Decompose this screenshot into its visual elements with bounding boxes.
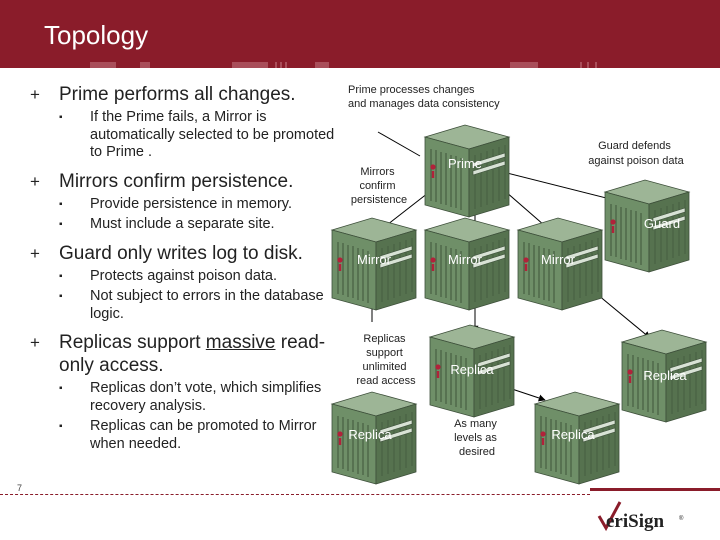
sub-bullet-text: If the Prime fails, a Mirror is automati… [90,109,335,160]
bullet-mirrors-text: Mirrors confirm persistence. [59,170,294,192]
server-mirror-1: Mirror [331,217,417,311]
bullet-prime: + Prime performs all changes. [30,83,335,106]
server-label-replica-3: Replica [551,427,595,442]
sub-bullet: ▪ Protects against poison data. [59,268,335,286]
annotation-replicas: Replicas support unlimited read access [356,333,416,387]
sub-bullet: ▪ Replicas don’t vote, which simplifies … [59,380,335,415]
server-prime: Prime [424,124,510,218]
server-label-mirror-3: Mirror [541,252,576,267]
plus-bullet-icon: + [30,171,40,191]
plus-bullet-icon: + [30,243,40,263]
sub-bullet-text: Must include a separate site. [90,216,275,232]
sub-bullet-text: Replicas don’t vote, which simplifies re… [90,380,322,414]
checkmark-logo-icon [597,501,622,532]
svg-text:®: ® [679,515,684,522]
replicas-text-underlined: massive [205,332,276,353]
sub-bullet: ▪ Must include a separate site. [59,216,335,234]
replicas-text-after: read-only access. [59,332,326,376]
page-number: 7 [17,483,23,493]
sub-bullet: ▪ Provide persistence in memory. [59,196,335,214]
bullet-replicas: + Replicas support massive read-only acc… [30,331,335,377]
square-bullet-icon: ▪ [59,291,63,302]
sub-bullet: ▪ Replicas can be promoted to Mirror whe… [59,418,335,453]
server-label-replica-2: Replica [450,362,494,377]
sub-bullet-text: Replicas can be promoted to Mirror when … [90,418,317,452]
square-bullet-icon: ▪ [59,219,63,230]
server-mirror-3: Mirror [517,217,603,311]
footer-accent-bar [590,488,720,491]
sub-bullet-text: Not subject to errors in the database lo… [90,288,324,322]
header-pattern [90,62,597,68]
sub-bullet-text: Protects against poison data. [90,267,278,284]
svg-text:eriSign: eriSign [606,511,664,532]
slide-title: Topology [44,20,149,50]
bullet-guard-text: Guard only writes log to disk. [59,242,303,264]
server-replica-1: Replica [331,391,417,485]
bullet-list: + Prime performs all changes. ▪ If the P… [30,83,335,453]
square-bullet-icon: ▪ [59,198,63,210]
square-bullet-icon: ▪ [59,112,63,123]
bullet-prime-text: Prime performs all changes. [59,84,296,105]
sub-bullet: ▪ If the Prime fails, a Mirror is automa… [59,109,335,162]
square-bullet-icon: ▪ [59,421,63,432]
annotation-prime: Prime processes changes and manages data… [348,84,500,110]
verisign-logo: eriSign ® [597,501,684,532]
replicas-text-before: Replicas support [59,332,206,353]
sub-bullet-text: Provide persistence in memory. [90,195,293,212]
server-mirror-2: Mirror [424,217,510,311]
server-label-prime: Prime [448,156,482,171]
server-replica-4: Replica [621,329,707,423]
footer-divider [0,494,590,495]
annotation-guard: Guard defends against poison data [588,140,684,167]
title-bar: Topology [0,0,720,68]
server-label-replica-1: Replica [348,427,392,442]
square-bullet-icon: ▪ [59,383,63,394]
annotation-mirrors: Mirrors confirm persistence [351,166,407,206]
server-replica-3: Replica [534,391,620,485]
plus-bullet-icon: + [30,333,40,352]
bullet-mirrors: + Mirrors confirm persistence. [30,170,335,193]
server-guard: Guard [604,179,690,273]
link-mirrors-prime [377,131,421,157]
server-replica-2: Replica [429,324,515,418]
server-label-mirror-2: Mirror [448,252,483,267]
server-label-mirror-1: Mirror [357,252,392,267]
plus-bullet-icon: + [30,85,40,104]
server-label-replica-4: Replica [643,368,687,383]
square-bullet-icon: ▪ [59,270,63,282]
server-label-guard: Guard [644,216,680,231]
bullet-replicas-text: Replicas support massive read-only acces… [59,331,335,377]
sub-bullet: ▪ Not subject to errors in the database … [59,288,335,323]
annotation-as-many: As many levels as desired [454,418,500,458]
bullet-guard: + Guard only writes log to disk. [30,242,335,265]
